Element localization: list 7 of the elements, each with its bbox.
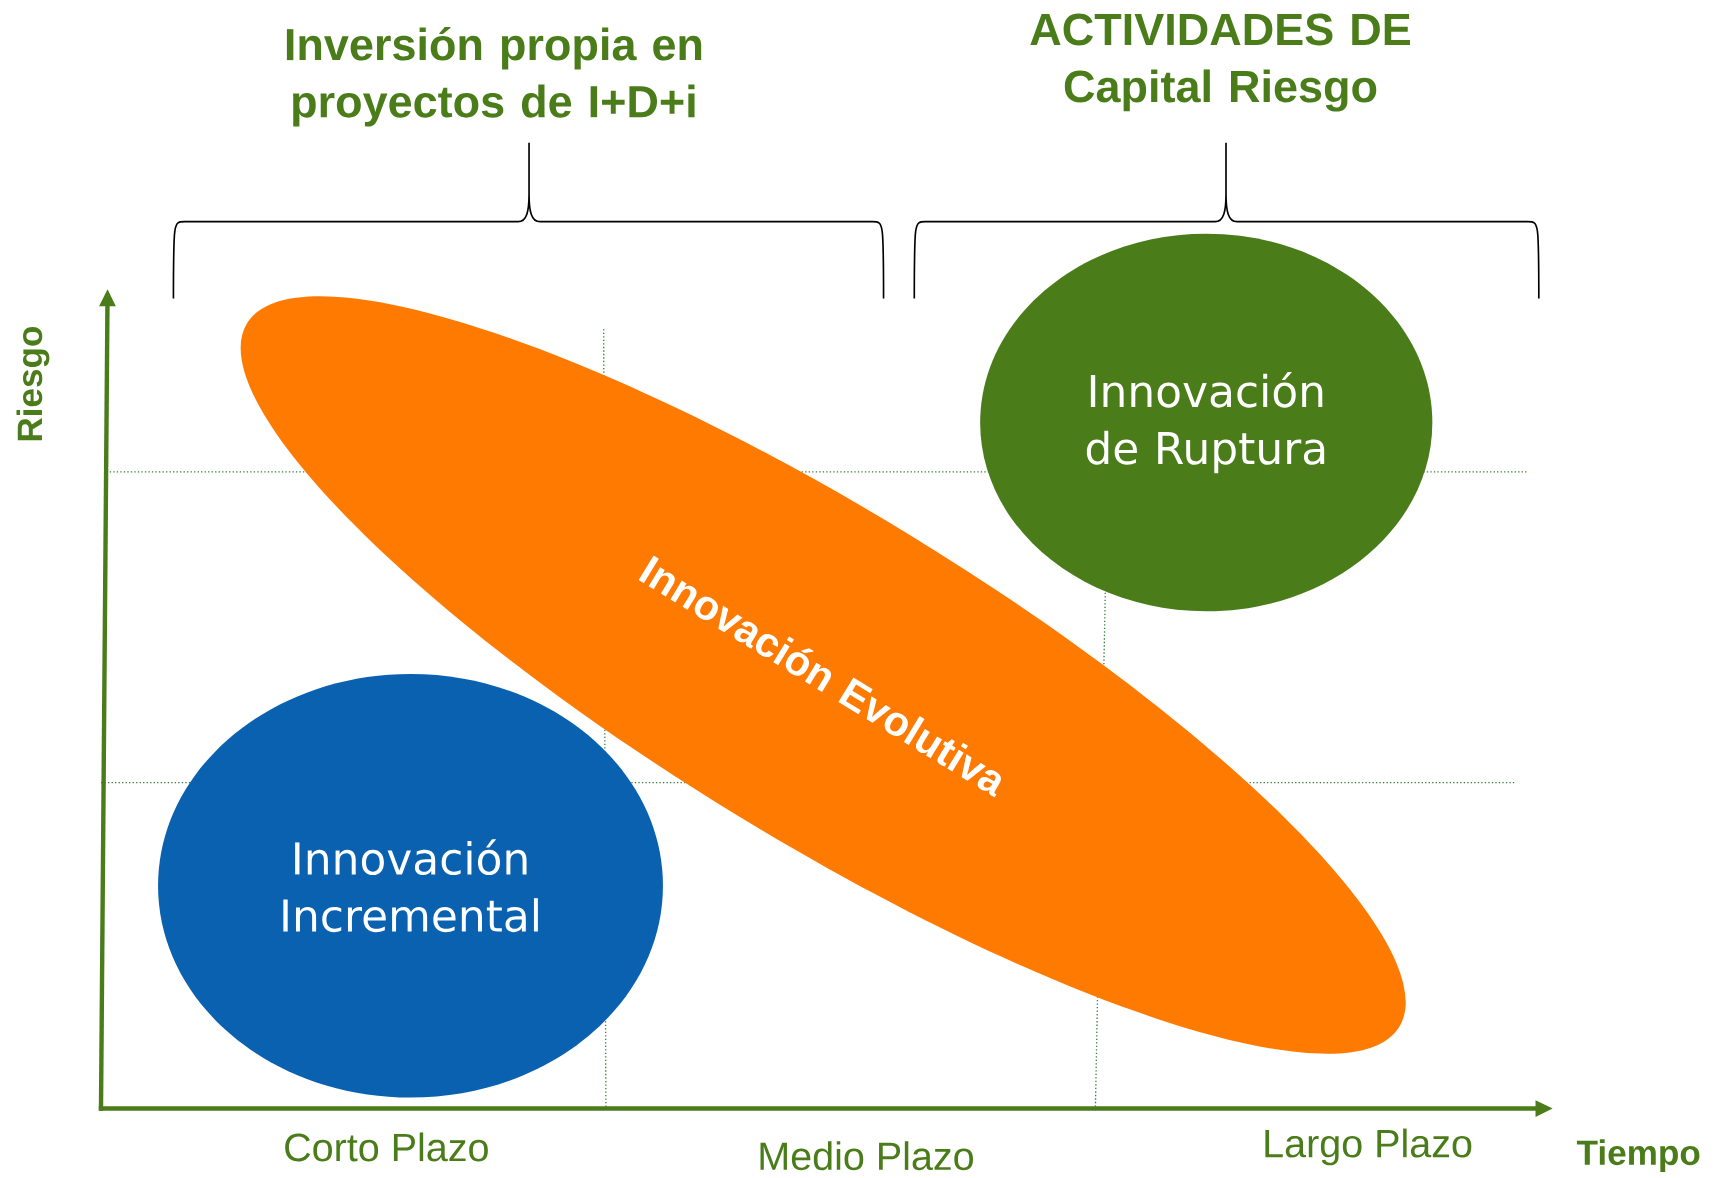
tick-label: Medio Plazo (760, 1141, 973, 1171)
axis-title: Riesgo (16, 327, 50, 441)
axis-title: Tiempo (1576, 1139, 1700, 1173)
heading: ACTIVIDADES DE Capital Riesgo (1030, 13, 1410, 112)
tick-label: Corto Plazo (285, 1132, 488, 1162)
tick-label: Largo Plazo (1265, 1128, 1472, 1166)
heading: Inversión propia en proyectos de I+D+i (286, 27, 702, 127)
